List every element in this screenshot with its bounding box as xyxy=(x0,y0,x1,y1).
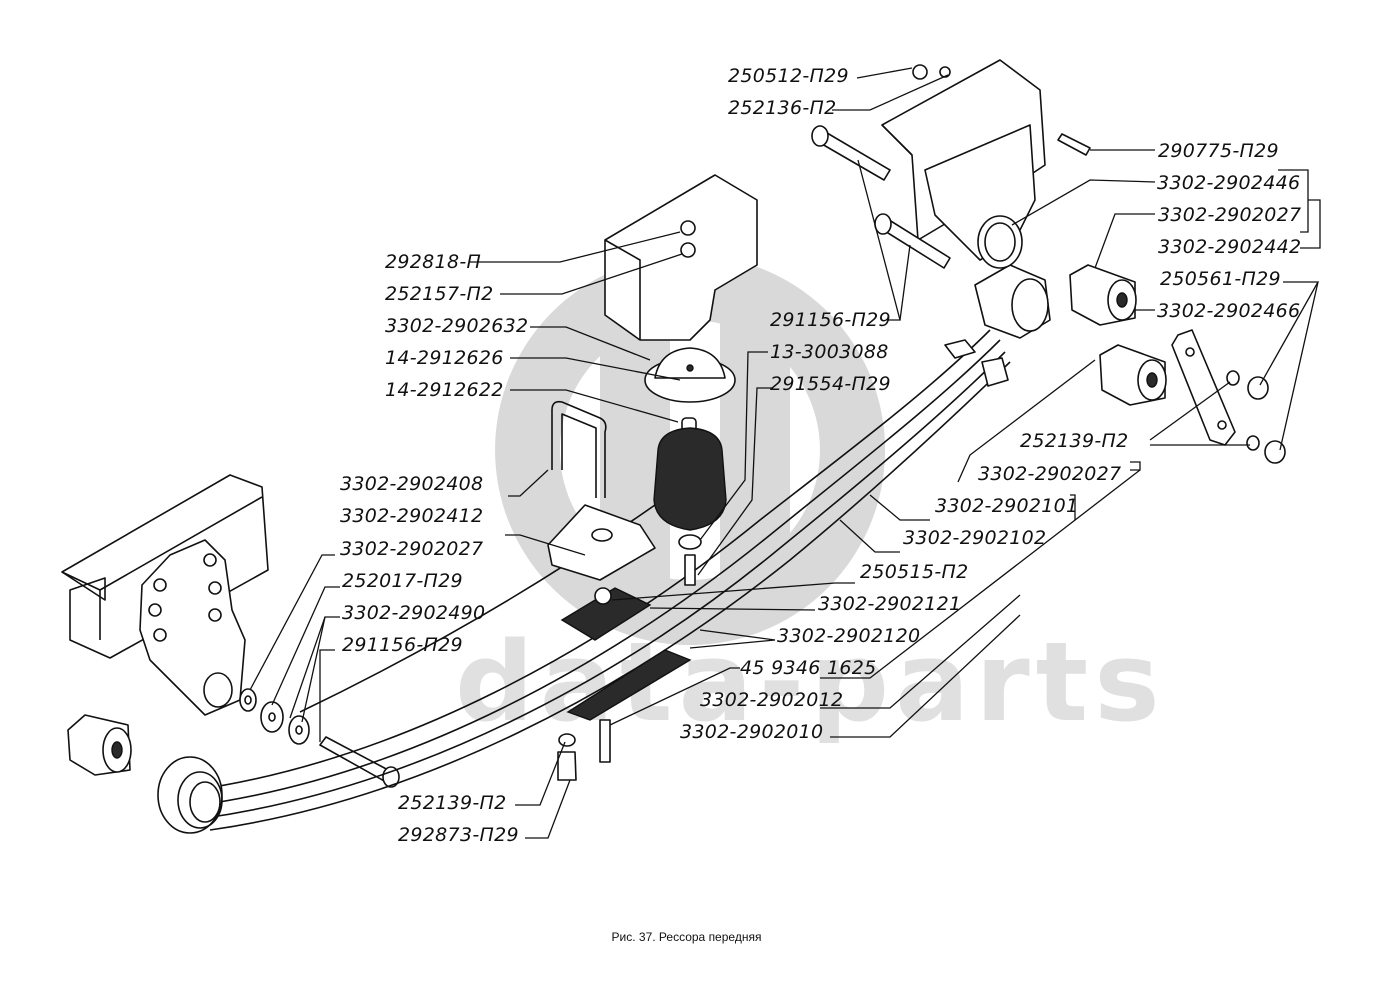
label-13-3003088: 13-3003088 xyxy=(770,341,889,363)
label-3302-2902442: 3302-2902442 xyxy=(1158,236,1301,258)
part-labels: 250512-П29 252136-П2 290775-П29 3302-290… xyxy=(340,65,1301,846)
u-bolt xyxy=(551,400,607,498)
label-292873-p29: 292873-П29 xyxy=(398,824,519,846)
label-3302-2902012: 3302-2902012 xyxy=(700,689,843,711)
shackle-plate xyxy=(1171,329,1236,446)
label-3302-2902466: 3302-2902466 xyxy=(1157,300,1300,322)
label-3302-2902121: 3302-2902121 xyxy=(818,593,961,615)
spring-bolt-left xyxy=(319,736,400,788)
bump-stop-rubber xyxy=(653,417,727,550)
label-250561-p29: 250561-П29 xyxy=(1160,268,1281,290)
label-252017-p29: 252017-П29 xyxy=(342,570,463,592)
rear-bracket-bolts xyxy=(811,64,1091,269)
center-bolt xyxy=(557,554,696,781)
label-252139-p2-front: 252139-П2 xyxy=(398,792,506,814)
label-3302-2902101: 3302-2902101 xyxy=(935,495,1078,517)
rear-bracket xyxy=(881,59,1046,269)
label-14-2912626: 14-2912626 xyxy=(385,347,504,369)
spring-pad xyxy=(547,504,656,581)
label-3302-2902412: 3302-2902412 xyxy=(340,505,483,527)
leaf-spring xyxy=(157,329,1011,834)
label-252136-p2: 252136-П2 xyxy=(728,97,836,119)
label-250515-p2: 250515-П2 xyxy=(860,561,968,583)
watermark-text: data-parts xyxy=(455,618,1166,746)
label-291156-p29-rear: 291156-П29 xyxy=(770,309,891,331)
label-3302-2902120: 3302-2902120 xyxy=(777,625,920,647)
rear-bushings xyxy=(1069,264,1167,406)
front-bracket xyxy=(139,539,246,716)
bump-stop-bracket xyxy=(604,174,758,341)
figure-caption: Рис. 37. Рессора передняя xyxy=(611,930,762,944)
label-3302-2902102: 3302-2902102 xyxy=(903,527,1046,549)
label-3302-2902632: 3302-2902632 xyxy=(385,315,528,337)
label-292818-p: 292818-П xyxy=(385,251,481,273)
shackle-nuts xyxy=(1226,370,1286,464)
bump-stop-cup xyxy=(644,347,736,403)
spring-rear-eye xyxy=(974,264,1051,339)
label-290775-p29: 290775-П29 xyxy=(1158,140,1279,162)
leader-lines xyxy=(249,67,1321,839)
label-45-9346-1625: 45 9346 1625 xyxy=(740,657,877,679)
label-3302-2902408: 3302-2902408 xyxy=(340,473,483,495)
label-3302-2902027-mid: 3302-2902027 xyxy=(978,463,1121,485)
label-3302-2902027-front: 3302-2902027 xyxy=(340,538,483,560)
label-3302-2902446: 3302-2902446 xyxy=(1157,172,1300,194)
label-291554-p29: 291554-П29 xyxy=(770,373,891,395)
label-3302-2902027-rear: 3302-2902027 xyxy=(1158,204,1301,226)
label-291156-p29-front: 291156-П29 xyxy=(342,634,463,656)
label-3302-2902490: 3302-2902490 xyxy=(342,602,485,624)
bushing-left xyxy=(67,714,132,776)
label-3302-2902010: 3302-2902010 xyxy=(680,721,823,743)
washers-left xyxy=(239,688,310,745)
label-14-2912622: 14-2912622 xyxy=(385,379,504,401)
label-252139-p2-rear: 252139-П2 xyxy=(1020,430,1128,452)
label-250512-p29: 250512-П29 xyxy=(728,65,849,87)
label-252157-p2: 252157-П2 xyxy=(385,283,493,305)
